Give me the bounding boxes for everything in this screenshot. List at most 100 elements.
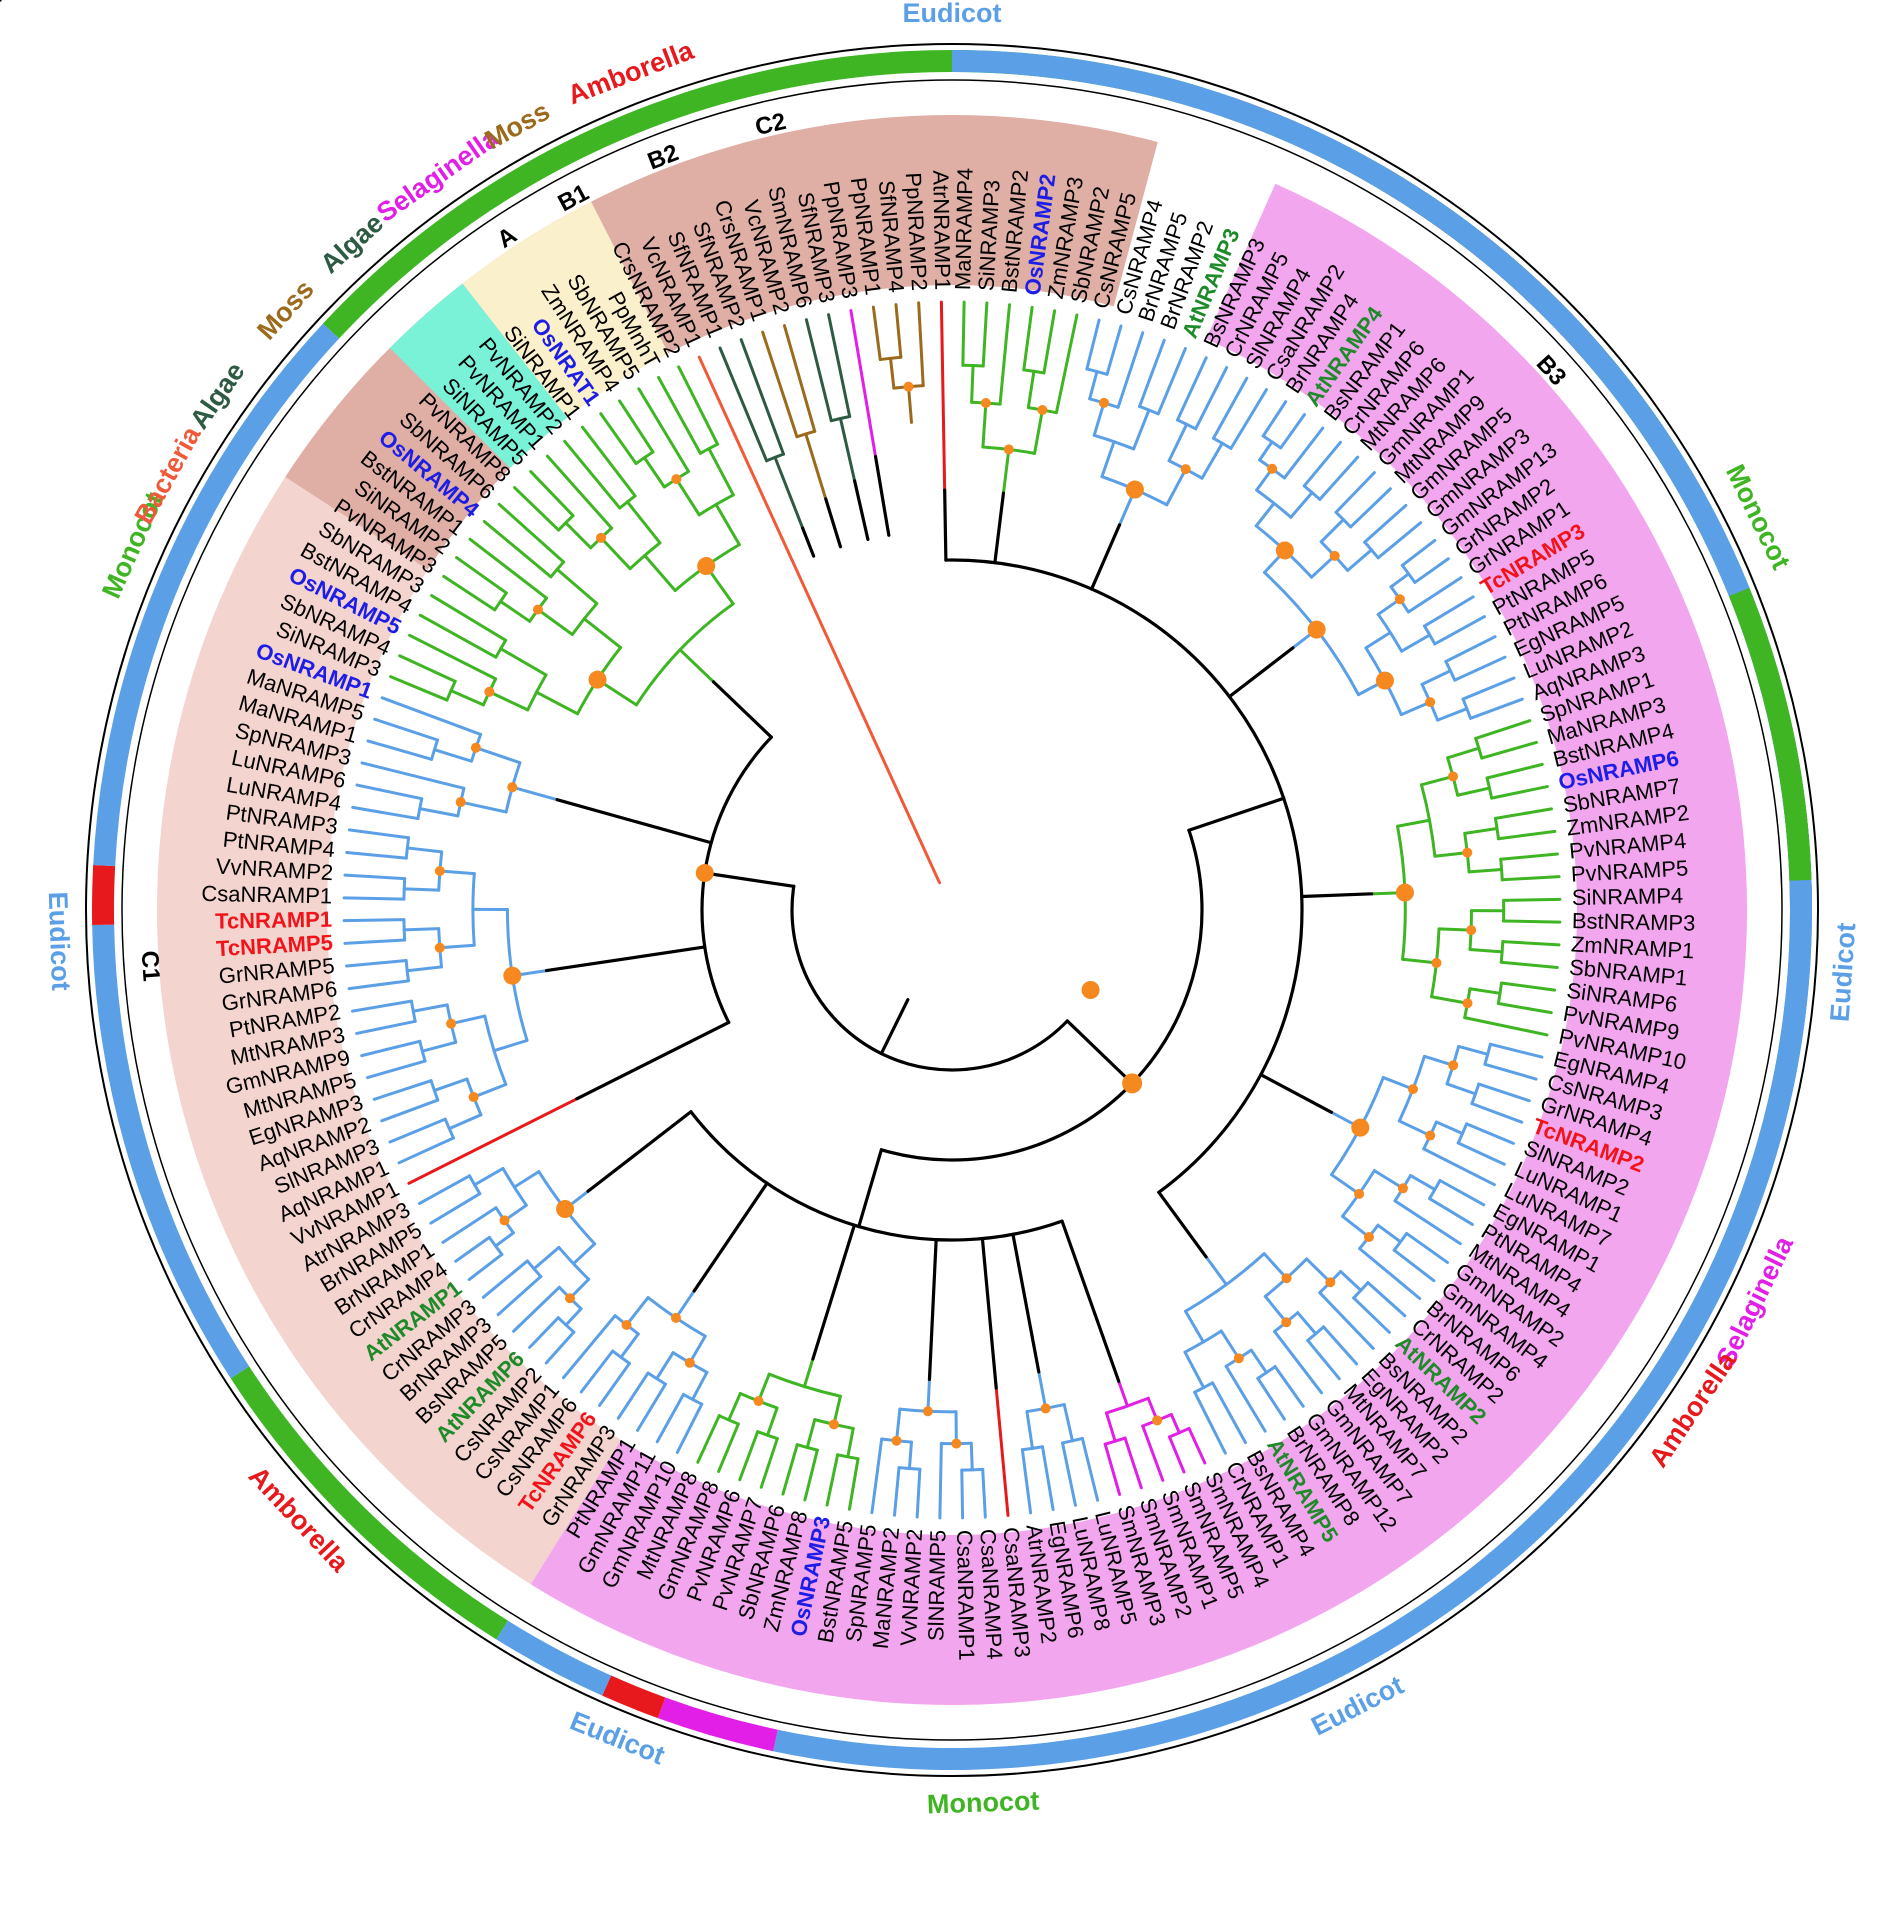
branch-line (472, 1082, 508, 1099)
branch-line (582, 617, 623, 650)
branch-line (536, 608, 574, 636)
branch-line (674, 477, 701, 517)
bootstrap-node (951, 1438, 962, 1449)
branch-line (397, 1136, 455, 1165)
bootstrap-node (1152, 1415, 1163, 1426)
branch-line (1399, 700, 1432, 717)
branch-line (449, 689, 485, 707)
branch-line (961, 300, 966, 367)
branch-line (599, 412, 638, 466)
branch-line (1444, 635, 1497, 663)
taxon-ring-label: Eudicot (903, 0, 1002, 28)
branch-line (642, 456, 666, 489)
branch-line (1169, 1412, 1181, 1435)
branch-line (342, 896, 406, 901)
bootstrap-node (455, 797, 466, 808)
branch-line (892, 1466, 901, 1517)
bootstrap-node (695, 864, 714, 883)
bootstrap-node (1462, 998, 1473, 1009)
branch-line (805, 1418, 817, 1450)
branch-line (1463, 1016, 1549, 1037)
taxon-ring-segment (230, 1366, 508, 1640)
branch-line (1499, 852, 1559, 861)
bootstrap-node (1425, 1130, 1436, 1141)
bootstrap-node (903, 381, 914, 392)
branch-line (1496, 829, 1557, 841)
branch-line (857, 1148, 883, 1229)
inner-ring-line (121, 79, 1783, 1741)
branch-line (1219, 1329, 1241, 1360)
branch-line (889, 356, 896, 390)
taxon-ring-segment (952, 50, 1750, 597)
branch-line (417, 1174, 472, 1205)
branch-line (781, 1443, 799, 1496)
bootstrap-node (1281, 1273, 1292, 1284)
bootstrap-node (1180, 464, 1191, 475)
branch-line (1446, 746, 1481, 760)
branch-line (782, 324, 817, 433)
branch-line (545, 454, 614, 530)
branch-line (1420, 669, 1452, 686)
bootstrap-node (1407, 1084, 1418, 1095)
branch-line (1001, 447, 1011, 495)
bootstrap-node (596, 532, 607, 543)
branch-line (847, 1457, 860, 1511)
branch-line (625, 500, 662, 545)
branch-line (739, 338, 786, 456)
branch-line (915, 1467, 922, 1519)
branch-line (347, 828, 411, 840)
branch-line (512, 1285, 561, 1333)
branch-line (1259, 1073, 1334, 1114)
branch-line (355, 783, 424, 801)
taxon-ring-segment (657, 1697, 778, 1752)
branch-line (917, 301, 925, 388)
branch-line (512, 1170, 541, 1189)
branch-line (907, 1440, 913, 1471)
branch-line (449, 1014, 487, 1026)
bootstrap-node (684, 1357, 695, 1368)
branch-line (343, 873, 407, 881)
taxon-ring-segment (91, 864, 116, 926)
branch-line (482, 520, 553, 579)
branch-line (1438, 1178, 1486, 1207)
bootstrap-node (1447, 771, 1458, 782)
branch-line (1352, 1296, 1391, 1334)
bootstrap-node (1354, 1188, 1365, 1199)
bootstrap-node (1307, 620, 1326, 639)
branch-line (1433, 851, 1469, 858)
bootstrap-node (1394, 594, 1405, 605)
leaf-label: AtrNRAMP1 (928, 170, 955, 290)
branch-line (677, 365, 720, 446)
branch-line (402, 887, 441, 892)
branch-arc (879, 828, 1204, 1162)
branch-line (481, 1259, 529, 1299)
branch-line (938, 1442, 943, 1520)
branch-line (454, 1235, 491, 1263)
branch-line (895, 1407, 902, 1443)
branch-line (407, 1097, 579, 1185)
branch-line (692, 1181, 769, 1293)
taxon-ring-label: Monocot (926, 1786, 1039, 1820)
branch-line (497, 502, 566, 564)
branch-line (981, 401, 988, 449)
branch-line (838, 416, 857, 483)
branch-line (1054, 313, 1079, 415)
branch-line (960, 1468, 965, 1520)
branch-line (1358, 1247, 1422, 1300)
leaf-label: MaNRAMP4 (950, 168, 977, 291)
branch-line (1409, 1174, 1437, 1192)
branch-line (1224, 1364, 1267, 1433)
taxon-ring-segment (92, 924, 250, 1379)
branch-line (544, 945, 707, 973)
bootstrap-node (1122, 1073, 1143, 1094)
branch-line (355, 1019, 417, 1035)
bootstrap-node (1397, 1183, 1408, 1194)
branch-arc (790, 884, 1069, 1072)
branch-line (343, 938, 407, 945)
branch-line (674, 1289, 696, 1320)
branch-line (675, 1402, 704, 1454)
branch-line (1184, 1309, 1205, 1344)
leaf-label-layer: AtrNRAMP1MaNRAMP4SiNRAMP3BstNRAMP2OsNRAM… (201, 168, 1695, 1661)
bootstrap-node (565, 1293, 576, 1304)
bootstrap-node (499, 1215, 510, 1226)
